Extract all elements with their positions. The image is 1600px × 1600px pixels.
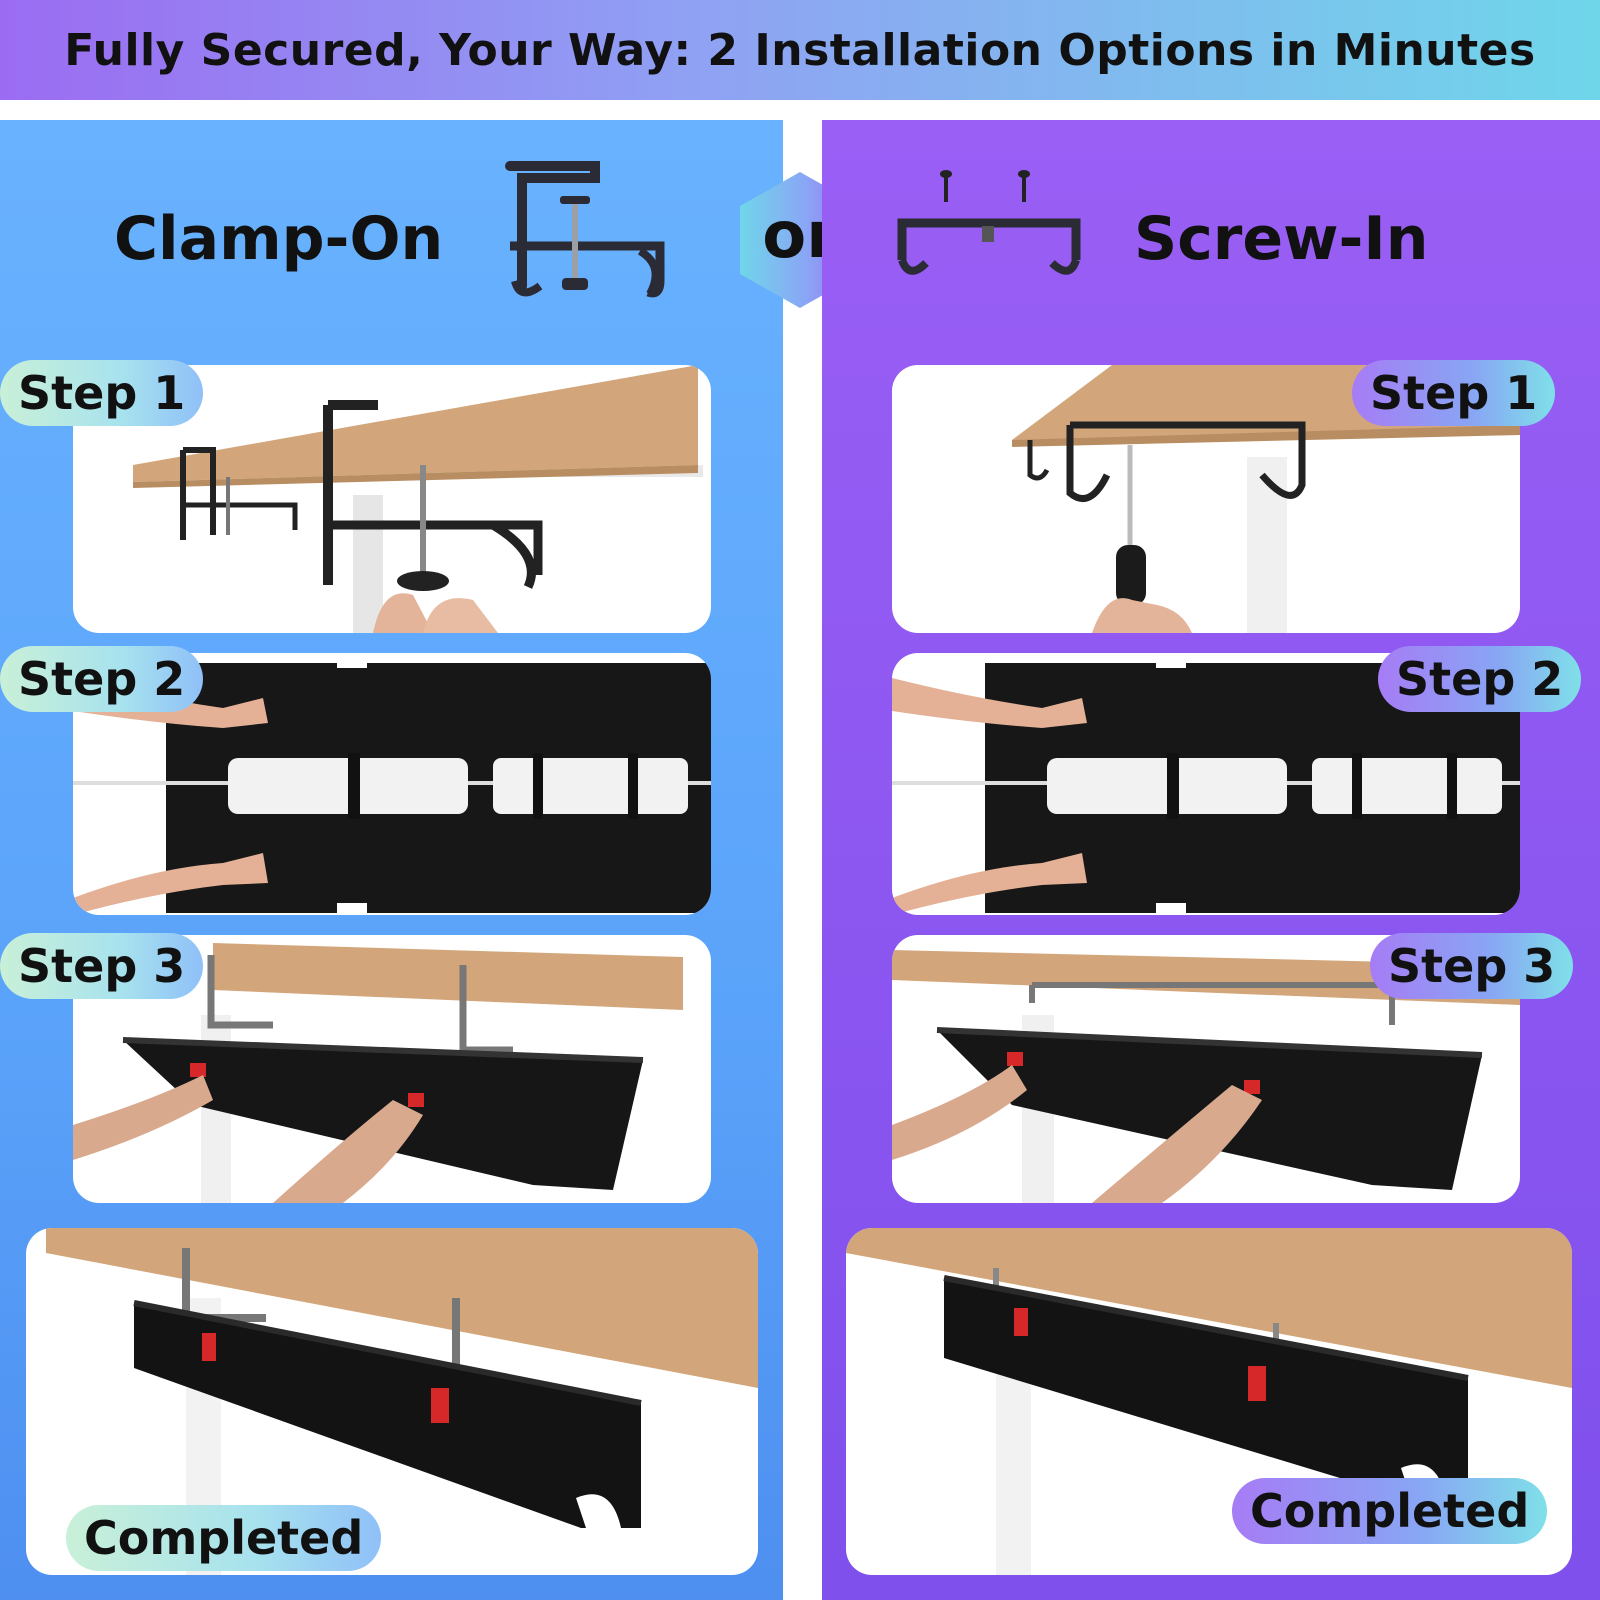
clamp-on-panel: Clamp-On Step 1 — [0, 120, 783, 1600]
screw-step-2-photo — [892, 653, 1520, 915]
screw-in-panel: Screw-In Step 1 — [822, 120, 1600, 1600]
screw-step-3-photo — [892, 935, 1520, 1203]
header-banner: Fully Secured, Your Way: 2 Installation … — [0, 0, 1600, 100]
screw-completed-photo — [846, 1228, 1572, 1575]
screw-step-3-label: Step 3 — [1370, 933, 1574, 999]
screw-in-title: Screw-In — [1134, 204, 1429, 274]
page-title: Fully Secured, Your Way: 2 Installation … — [64, 24, 1536, 76]
clamp-bracket-icon — [505, 161, 665, 298]
clamp-completed-label: Completed — [66, 1505, 382, 1571]
clamp-on-title: Clamp-On — [114, 204, 444, 274]
clamp-step-3-label: Step 3 — [0, 933, 204, 999]
screw-step-2-label: Step 2 — [1378, 646, 1582, 712]
clamp-step-1-label: Step 1 — [0, 360, 204, 426]
screw-completed-label: Completed — [1232, 1478, 1548, 1544]
screw-step-1-label: Step 1 — [1352, 360, 1556, 426]
clamp-step-2-label: Step 2 — [0, 646, 204, 712]
screw-bracket-icon — [897, 170, 1081, 275]
